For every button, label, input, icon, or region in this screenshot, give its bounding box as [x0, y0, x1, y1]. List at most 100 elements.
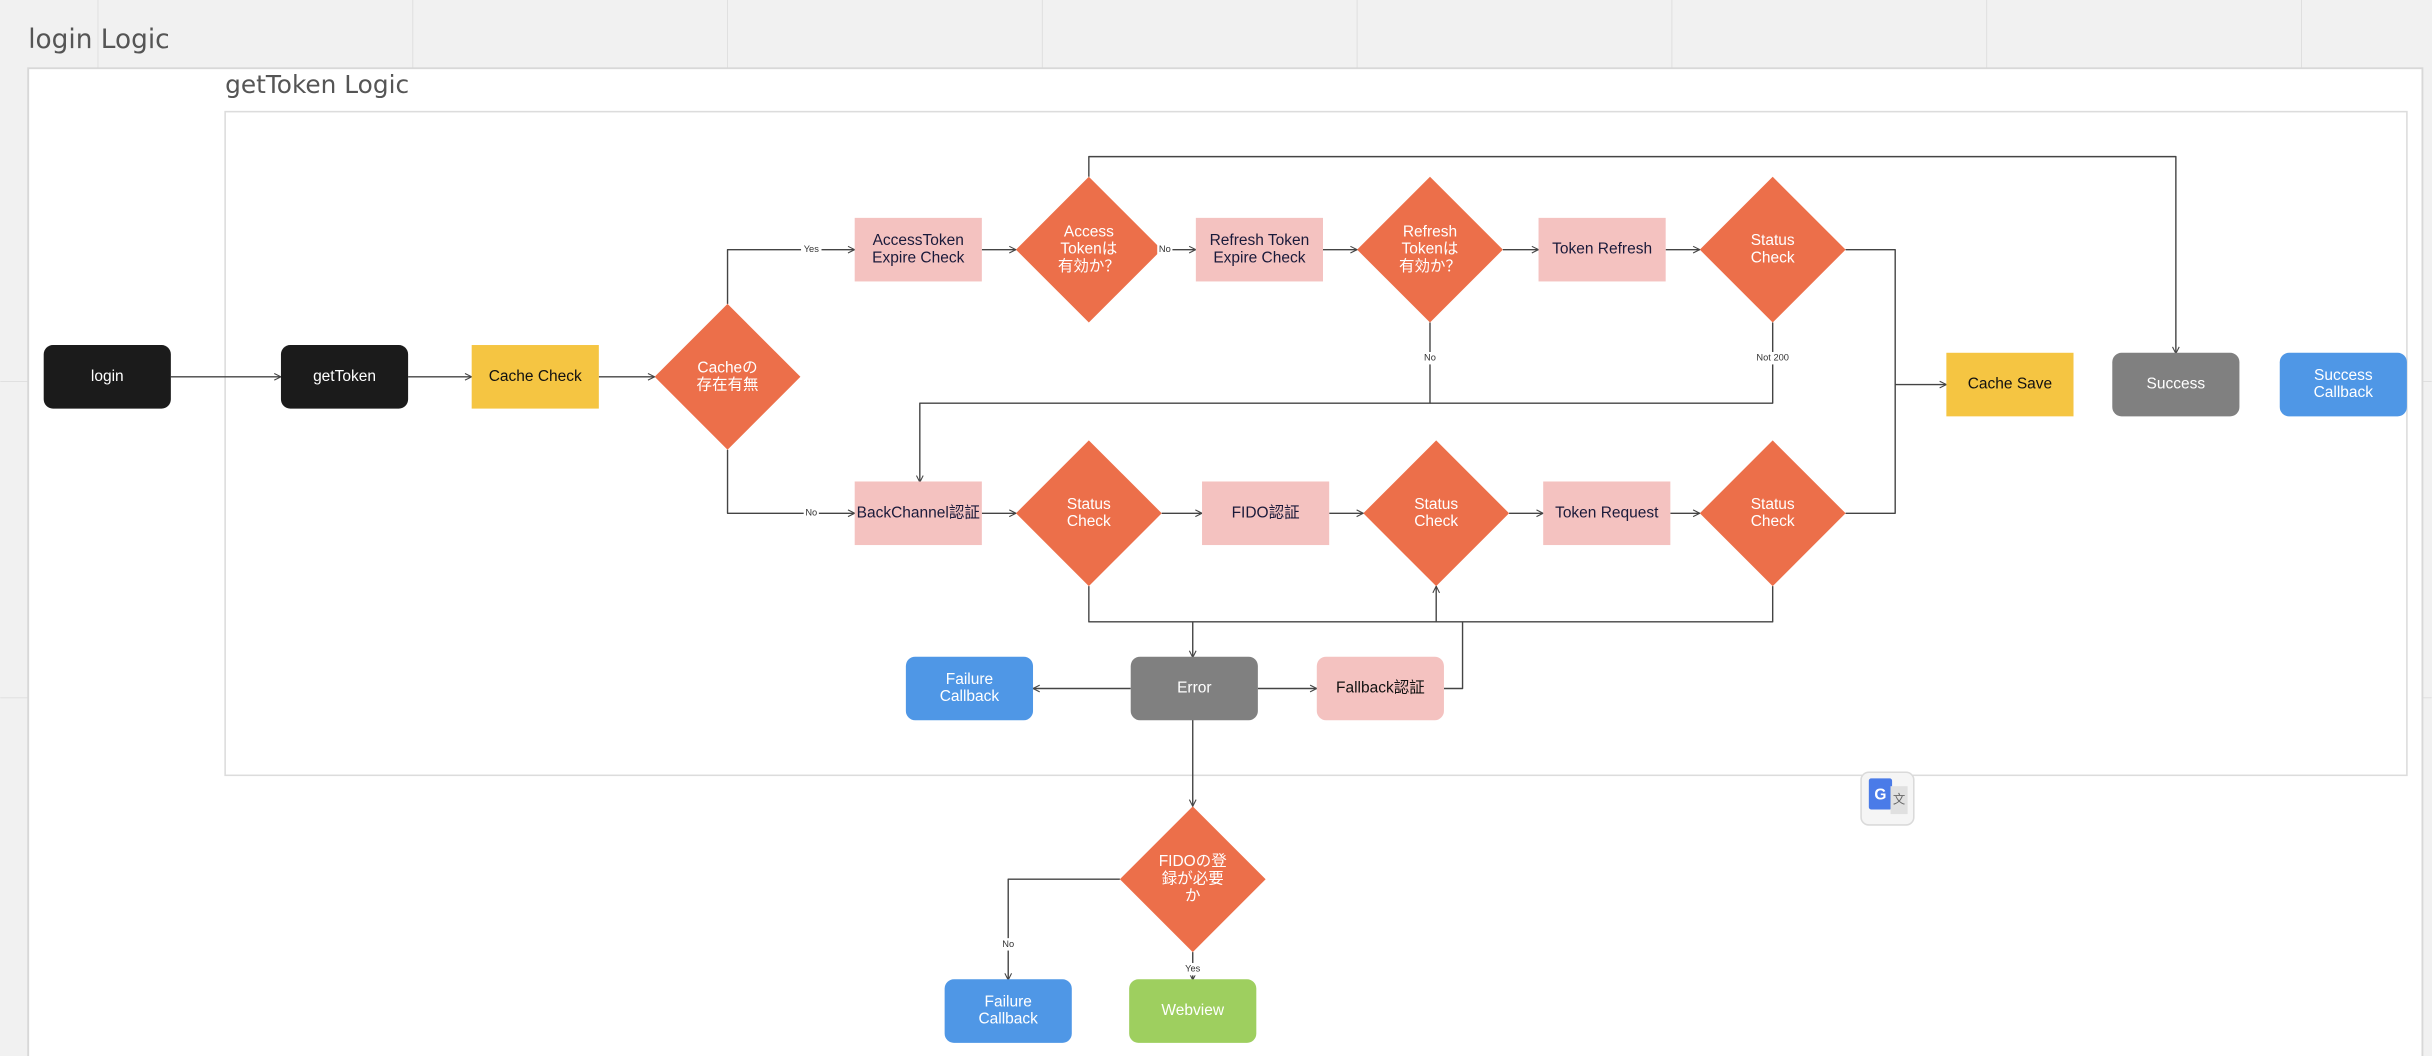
node-get-token[interactable]: getToken	[280, 345, 409, 409]
node-label: Callback	[978, 1011, 1038, 1028]
node-error[interactable]: Error	[1130, 656, 1258, 721]
outer-frame-title: login Logic	[28, 25, 169, 55]
decision-shape	[1699, 176, 1846, 323]
node-cache-check[interactable]: Cache Check	[471, 345, 599, 409]
rounded-box-shape	[1129, 979, 1257, 1043]
node-label: Status	[1751, 496, 1795, 513]
node-label: Check	[1751, 249, 1795, 266]
edge-label-refresh-no: No	[1424, 353, 1436, 363]
decision-shape	[1363, 440, 1510, 587]
node-cache-save[interactable]: Cache Save	[1946, 352, 2074, 417]
edge-label-fido-yes: Yes	[1185, 964, 1201, 974]
edge-status-not200[interactable]	[1429, 322, 1774, 404]
node-label: Access	[1064, 224, 1114, 241]
node-label: Success	[2314, 367, 2373, 384]
node-label: Expire Check	[872, 249, 964, 266]
node-label: Webview	[1161, 1002, 1224, 1019]
decision-shape	[1119, 806, 1266, 953]
node-label: Cache Save	[1968, 376, 2052, 393]
node-label: getToken	[313, 368, 376, 385]
node-label: Cache Check	[489, 368, 582, 385]
decision-shape	[1015, 440, 1162, 587]
google-translate-icon[interactable]: G 文	[1860, 771, 1915, 826]
node-label: FIDO認証	[1232, 503, 1300, 521]
node-label: 有効か？	[1399, 257, 1461, 275]
node-label: FIDOの登	[1159, 852, 1228, 870]
process-box-shape	[1543, 481, 1671, 546]
node-back-channel[interactable]: BackChannel認証	[854, 481, 982, 546]
node-label: Fallback認証	[1336, 679, 1425, 697]
rounded-box-shape	[280, 345, 409, 409]
node-label: 有効か？	[1058, 257, 1120, 275]
edge-label-cache-yes: Yes	[804, 244, 820, 254]
process-box-shape	[471, 345, 599, 409]
node-label: BackChannel認証	[857, 503, 980, 521]
node-label: Callback	[940, 688, 1000, 705]
node-label: Check	[1751, 513, 1795, 530]
edge-statusrequest-cachesave[interactable]	[1845, 384, 1896, 514]
process-box-shape	[1538, 217, 1666, 282]
edge-label-background	[1000, 938, 1016, 951]
grid-lines	[0, 0, 2432, 699]
decision-shape	[1699, 440, 1846, 587]
node-label: Status	[1751, 232, 1795, 249]
node-label: Token Request	[1555, 504, 1659, 521]
svg-text:文: 文	[1893, 792, 1905, 807]
edge-label-status-not200: Not 200	[1756, 353, 1789, 363]
node-label: Refresh	[1403, 224, 1457, 241]
edge-label-fido-no: No	[1002, 939, 1014, 949]
rounded-box-shape	[2279, 352, 2407, 417]
node-webview[interactable]: Webview	[1129, 979, 1257, 1043]
node-label: Success	[2147, 376, 2206, 393]
edge-label-background	[1157, 243, 1173, 256]
node-label: Tokenは	[1060, 241, 1117, 258]
node-label: か	[1185, 887, 1201, 904]
process-box-shape	[1195, 217, 1323, 282]
edge-label-background	[1422, 352, 1438, 365]
node-label: Token Refresh	[1552, 241, 1652, 258]
node-success[interactable]: Success	[2112, 352, 2240, 417]
rounded-box-shape	[43, 345, 171, 409]
process-box-shape	[1202, 481, 1330, 546]
node-label: Expire Check	[1213, 249, 1305, 266]
node-token-request[interactable]: Token Request	[1543, 481, 1671, 546]
node-fido[interactable]: FIDO認証	[1202, 481, 1330, 546]
node-label: Cacheの	[697, 359, 757, 376]
node-label: 存在有無	[697, 375, 759, 393]
node-label: Failure	[946, 671, 993, 688]
node-token-refresh[interactable]: Token Refresh	[1538, 217, 1666, 282]
node-label: Tokenは	[1402, 241, 1459, 258]
edge-label-cache-no: No	[805, 508, 817, 518]
rounded-box-shape	[944, 979, 1072, 1043]
node-label: Error	[1177, 680, 1211, 697]
decision-shape	[1015, 176, 1162, 323]
node-login[interactable]: login	[43, 345, 171, 409]
edge-access-yes-success[interactable]	[1088, 155, 2176, 354]
node-label: Status	[1414, 496, 1458, 513]
process-box-shape	[854, 217, 982, 282]
node-fallback[interactable]: Fallback認証	[1316, 656, 1444, 721]
edge-errors-bus[interactable]	[1088, 586, 1774, 623]
edge-label-background	[1751, 352, 1794, 365]
edge-label-background	[1182, 962, 1203, 976]
edge-fallback-bus[interactable]	[1443, 621, 1464, 690]
rounded-box-shape	[1316, 656, 1444, 721]
edge-label-access-no: No	[1159, 244, 1171, 254]
rounded-box-shape	[1130, 656, 1258, 721]
decision-shape	[1357, 176, 1503, 323]
inner-frame[interactable]	[224, 110, 2408, 777]
node-label: 録が必要	[1162, 869, 1224, 887]
edge-status-cachesave[interactable]	[1845, 248, 1947, 385]
